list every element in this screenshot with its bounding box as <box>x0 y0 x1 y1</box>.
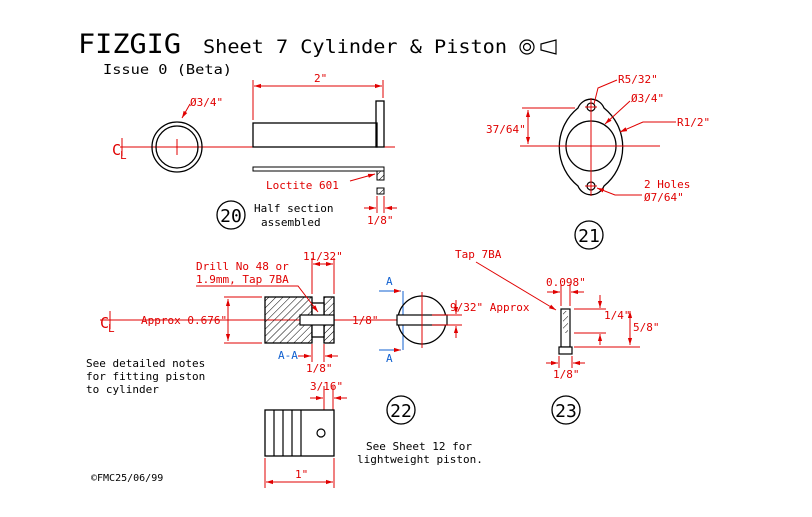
see-sheet-line2: lightweight piston. <box>357 453 483 466</box>
half-section-strip <box>252 166 385 172</box>
view-number-21: 21 <box>578 226 600 247</box>
flange-outline <box>558 98 624 196</box>
view-number-20: 20 <box>220 206 242 227</box>
view-20: C L Ø3/4" 2" Loctite 601 1/8" 20 Half se… <box>112 72 397 230</box>
caption-20-line2: assembled <box>261 216 321 229</box>
view-number-23: 23 <box>555 401 577 422</box>
third-angle-projection-icon <box>519 39 557 55</box>
leader-bore <box>604 100 631 125</box>
dim-dia-23: 0.098" <box>546 276 586 289</box>
dim-total-23: 5/8" <box>633 321 660 334</box>
dim-dia-20: Ø3/4" <box>190 96 223 109</box>
centerline-symbol: C <box>100 314 109 332</box>
dim-outer-radius-21: R1/2" <box>677 116 710 129</box>
marker-a-top: A <box>386 275 393 288</box>
dim-slot-22: 9/32" Approx <box>450 301 530 314</box>
dim-thick-20: 1/8" <box>367 214 394 227</box>
tap-label: Tap 7BA <box>455 248 502 261</box>
dim-height-21: 37/64" <box>486 123 526 136</box>
view-22: C L Approx 0.676" 11/32" Drill No 48 or … <box>86 250 530 488</box>
view-number-22: 22 <box>390 401 412 422</box>
drill-line2: 1.9mm, Tap 7BA <box>196 273 289 286</box>
marker-a-bottom: A <box>386 352 393 365</box>
half-section-stub <box>376 187 385 195</box>
drawing-title: FIZGIG <box>78 29 181 60</box>
centerline-symbol-l: L <box>108 322 115 335</box>
dim-bottom-23: 1/8" <box>553 368 580 381</box>
holes-line1: 2 Holes <box>644 178 690 191</box>
cylinder-body <box>252 122 378 148</box>
view-number-circle <box>574 220 604 250</box>
leader-loctite <box>349 173 376 182</box>
centerline-symbol-l: L <box>120 149 127 162</box>
dim-groove-22: 1/8" <box>352 314 379 327</box>
caption-20-line1: Half section <box>254 202 333 215</box>
cylinder-end-inner <box>155 125 199 169</box>
view-21: 37/64" R5/32" Ø3/4" R1/2" 2 Holes Ø7/64"… <box>486 73 710 250</box>
stud-thread <box>563 311 568 333</box>
note-line-1: See detailed notes <box>86 357 205 370</box>
leader-dia <box>181 103 191 119</box>
view-number-circle <box>386 395 416 425</box>
dim-length-22: 1" <box>295 468 308 481</box>
dim-radius-21: R5/32" <box>618 73 658 86</box>
dim-width-22: 3/16" <box>310 380 343 393</box>
cylinder-end-outer <box>151 121 203 173</box>
leader-tap <box>475 261 557 311</box>
leader-outer-radius <box>619 121 676 133</box>
piston-cross-hole <box>316 428 326 438</box>
cylinder-flange <box>375 100 385 148</box>
stud-head <box>558 346 573 355</box>
view-number-circle <box>216 200 246 230</box>
dim-top-22: 11/32" <box>303 250 343 263</box>
approx-label: Approx 0.676" <box>141 314 227 327</box>
note-line-3: to cylinder <box>86 383 159 396</box>
issue-label: Issue 0 (Beta) <box>103 63 232 78</box>
half-section-flange <box>376 170 385 181</box>
note-line-2: for fitting piston <box>86 370 205 383</box>
section-label-aa: A-A <box>278 349 298 362</box>
leader-radius <box>593 79 618 105</box>
drill-line1: Drill No 48 or <box>196 260 289 273</box>
piston-tapped-hole <box>299 314 335 326</box>
leader-holes <box>596 187 642 196</box>
dim-length-20: 2" <box>314 72 327 85</box>
note-loctite: Loctite 601 <box>266 179 339 192</box>
centerline-symbol: C <box>112 141 121 159</box>
see-sheet-line1: See Sheet 12 for <box>366 440 472 453</box>
sheet-title: Sheet 7 Cylinder & Piston <box>203 36 507 58</box>
view-number-circle <box>551 395 581 425</box>
piston-side-view <box>264 409 335 457</box>
dim-upper-23: 1/4" <box>604 309 631 322</box>
dim-bore-21: Ø3/4" <box>631 92 664 105</box>
view-23: Tap 7BA 0.098" 1/4" 5/8" 1/8" 23 <box>455 248 660 425</box>
holes-line2: Ø7/64" <box>644 191 684 204</box>
leader-drill <box>196 285 319 313</box>
dim-bottom-22: 1/8" <box>306 362 333 375</box>
copyright-label: ©FMC25/06/99 <box>91 473 163 484</box>
